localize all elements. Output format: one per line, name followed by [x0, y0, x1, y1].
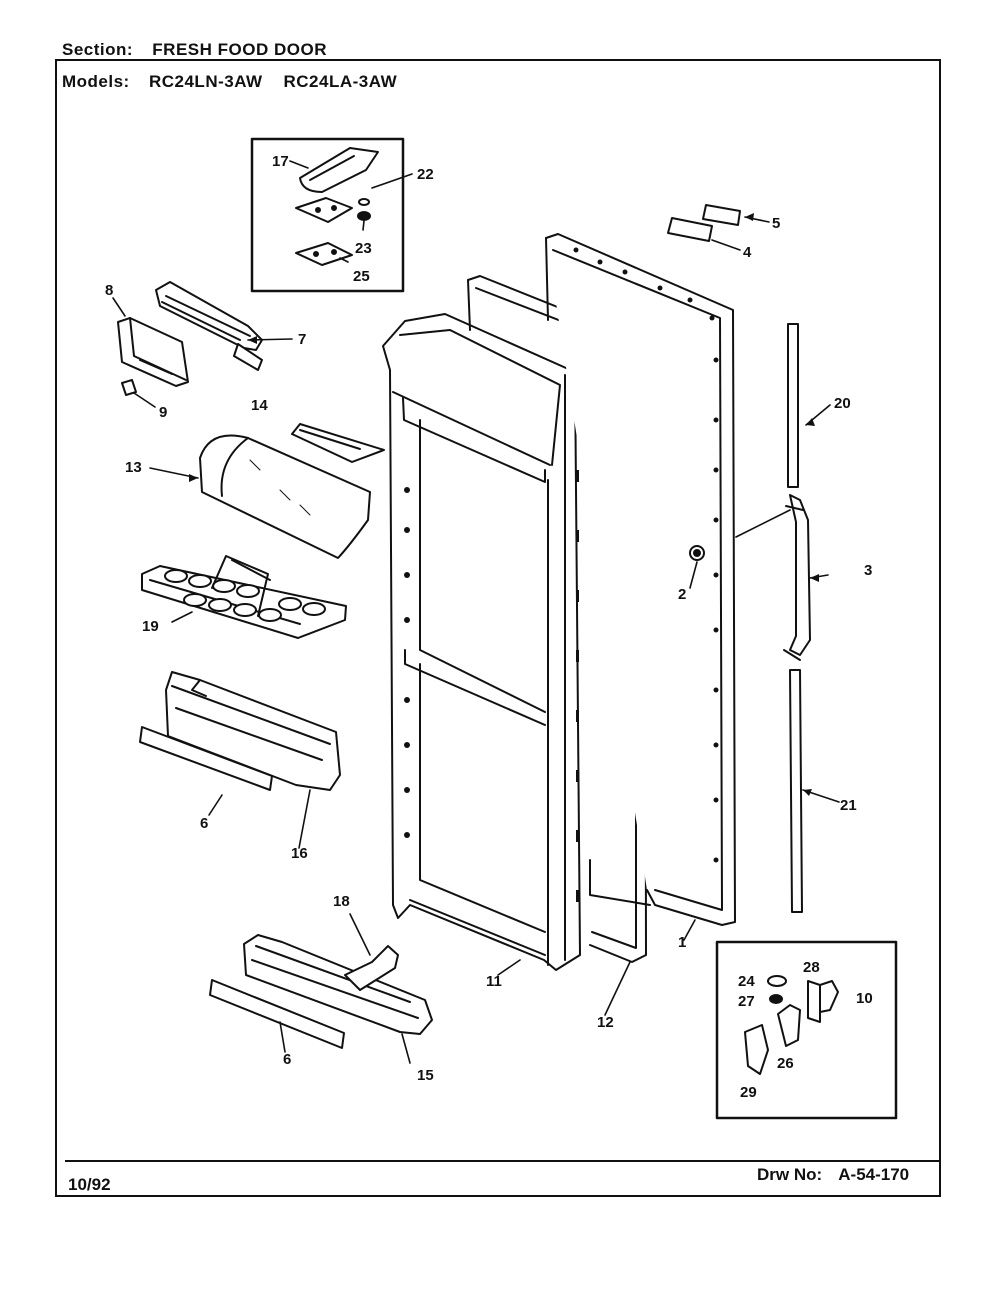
section-value: FRESH FOOD DOOR	[152, 40, 327, 59]
callout-14: 14	[251, 397, 268, 414]
inset-box-hinge-top	[250, 137, 405, 293]
callout-29: 29	[740, 1084, 757, 1101]
section-heading: Section: FRESH FOOD DOOR	[62, 40, 327, 60]
hinge-plate-top-part	[295, 197, 353, 223]
hinge-bracket-part	[117, 317, 189, 387]
callout-28: 28	[803, 959, 820, 976]
bin-trim-upper-part	[139, 726, 273, 791]
diagram-frame	[55, 59, 941, 1197]
callout-9: 9	[159, 404, 167, 421]
callout-26: 26	[777, 1055, 794, 1072]
callout-21: 21	[840, 797, 857, 814]
bottom-hinge-parts	[744, 975, 839, 1075]
callout-12: 12	[597, 1014, 614, 1031]
model-1: RC24LN-3AW	[148, 72, 263, 91]
callout-8: 8	[105, 282, 113, 299]
door-bin-lower-part	[243, 934, 433, 1035]
callout-11: 11	[486, 973, 502, 990]
door-liner-part	[382, 313, 581, 971]
drawing-number-block: Drw No: A-54-170	[757, 1165, 909, 1185]
callout-16: 16	[291, 845, 308, 862]
leader-arrowheads	[189, 213, 819, 796]
footer-divider	[65, 1160, 940, 1162]
callout-10: 10	[856, 990, 873, 1007]
callout-15: 15	[417, 1067, 434, 1084]
door-handle-part	[783, 494, 811, 661]
hinge-pin-part	[121, 379, 137, 396]
revision-date: 10/92	[68, 1175, 111, 1194]
egg-tray-part	[141, 555, 347, 639]
callout-27: 27	[738, 993, 755, 1010]
bin-divider-part	[344, 945, 399, 991]
callout-6a: 6	[200, 815, 208, 832]
callout-23: 23	[355, 240, 372, 257]
model-2: RC24LA-3AW	[283, 72, 398, 91]
dairy-shelf-part	[291, 423, 385, 463]
callout-2: 2	[678, 586, 686, 603]
callout-13: 13	[125, 459, 142, 476]
callout-5: 5	[772, 215, 780, 232]
washer-part	[357, 198, 371, 221]
models-heading: Models: RC24LN-3AW RC24LA-3AW	[62, 72, 397, 92]
callout-4: 4	[743, 244, 752, 261]
hinge-cover-part	[299, 147, 379, 193]
callout-22: 22	[417, 166, 434, 183]
leader-lines	[112, 160, 840, 1064]
callout-24: 24	[738, 973, 755, 990]
nameplate-part	[667, 217, 713, 242]
callout-6b: 6	[283, 1051, 291, 1068]
section-label: Section:	[62, 40, 134, 59]
plug-button-part	[689, 545, 705, 561]
callout-1: 1	[678, 934, 686, 951]
callout-7: 7	[298, 331, 306, 348]
bin-trim-lower-part	[209, 979, 345, 1049]
handle-trim-lower-part	[789, 669, 803, 913]
models-label: Models:	[62, 72, 130, 91]
callout-20: 20	[834, 395, 851, 412]
callout-3: 3	[864, 562, 872, 579]
callout-19: 19	[142, 618, 159, 635]
inset-box-hinge-bottom	[715, 940, 898, 1120]
drawing-label: Drw No:	[757, 1165, 823, 1184]
callout-17: 17	[272, 153, 289, 170]
hinge-arm-part	[155, 281, 263, 371]
nameplate-insert-part	[702, 204, 741, 226]
callout-25: 25	[353, 268, 370, 285]
handle-trim-upper-part	[787, 323, 799, 488]
hinge-plate-bottom-part	[295, 242, 353, 266]
drawing-number: A-54-170	[838, 1165, 910, 1184]
outer-door-panel-part	[545, 233, 736, 926]
callout-18: 18	[333, 893, 350, 910]
dairy-compartment-door-part	[199, 434, 371, 559]
